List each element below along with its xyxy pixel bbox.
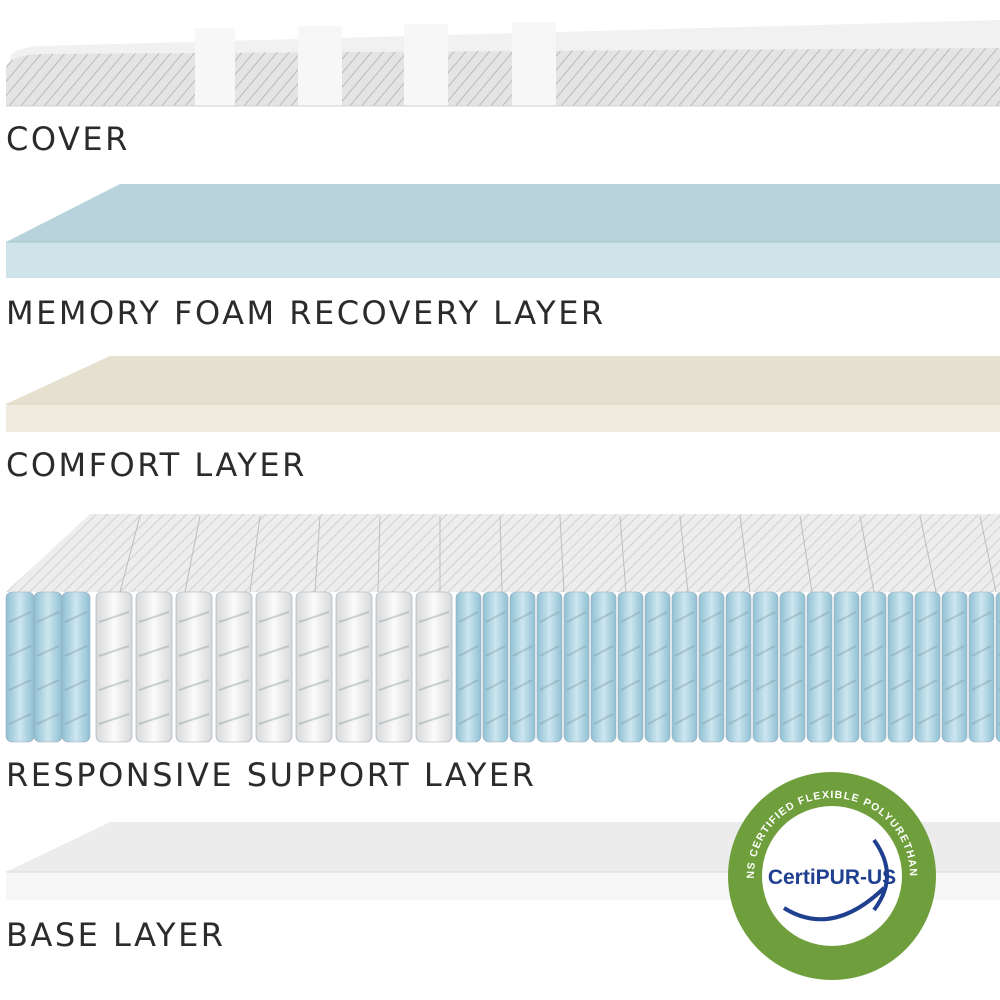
- blue-coil-pocket: [968, 591, 995, 743]
- blue-coil-pocket: [536, 591, 563, 743]
- blue-coil-pocket: [455, 591, 482, 743]
- white-coil: [95, 591, 133, 743]
- seal-brand: CertiPUR-US: [768, 866, 896, 889]
- white-coil: [135, 591, 173, 743]
- base-layer-label: BASE LAYER: [6, 916, 226, 954]
- blue-coil-pocket: [941, 591, 968, 743]
- blue-coil-pocket: [914, 591, 941, 743]
- blue-coil-pocket: [617, 591, 644, 743]
- blue-coil-pocket: [833, 591, 860, 743]
- blue-coil-pocket: [644, 591, 671, 743]
- white-coil: [215, 591, 253, 743]
- blue-coil-pocket: [509, 591, 536, 743]
- cover-label: COVER: [6, 120, 130, 158]
- seal-inner-disc: [762, 806, 902, 946]
- cover-layer-illustration: [0, 18, 1000, 108]
- blue-coil-pocket: [806, 591, 833, 743]
- blue-coil-pocket: [590, 591, 617, 743]
- blue-coil-pocket: [860, 591, 887, 743]
- blue-coil-pocket: [887, 591, 914, 743]
- blue-coil-pocket: [995, 592, 1000, 742]
- blue-coil-pocket: [779, 591, 806, 743]
- blue-coil-pocket: [671, 591, 698, 743]
- white-coil: [335, 591, 373, 743]
- comfort-layer-label: COMFORT LAYER: [6, 446, 307, 484]
- certipur-us-seal: CONTAINS CERTIFIED FLEXIBLE POLYURETHANE…: [724, 768, 940, 984]
- white-coil: [375, 591, 413, 743]
- white-coil: [295, 591, 333, 743]
- white-coil: [175, 591, 213, 743]
- comfort-layer-illustration: [0, 356, 1000, 434]
- blue-coil-pocket: [698, 591, 725, 743]
- blue-coil-pocket: [725, 591, 752, 743]
- responsive-support-layer-illustration: [0, 508, 1000, 748]
- blue-coil-pocket: [482, 591, 509, 743]
- memory-foam-label: MEMORY FOAM RECOVERY LAYER: [6, 294, 606, 332]
- white-coil: [255, 591, 293, 743]
- white-coil: [415, 591, 453, 743]
- memory-foam-layer-illustration: [0, 184, 1000, 280]
- blue-coil-pocket: [61, 591, 91, 743]
- blue-coil-pocket: [752, 591, 779, 743]
- blue-coil-pocket: [563, 591, 590, 743]
- responsive-support-label: RESPONSIVE SUPPORT LAYER: [6, 756, 537, 794]
